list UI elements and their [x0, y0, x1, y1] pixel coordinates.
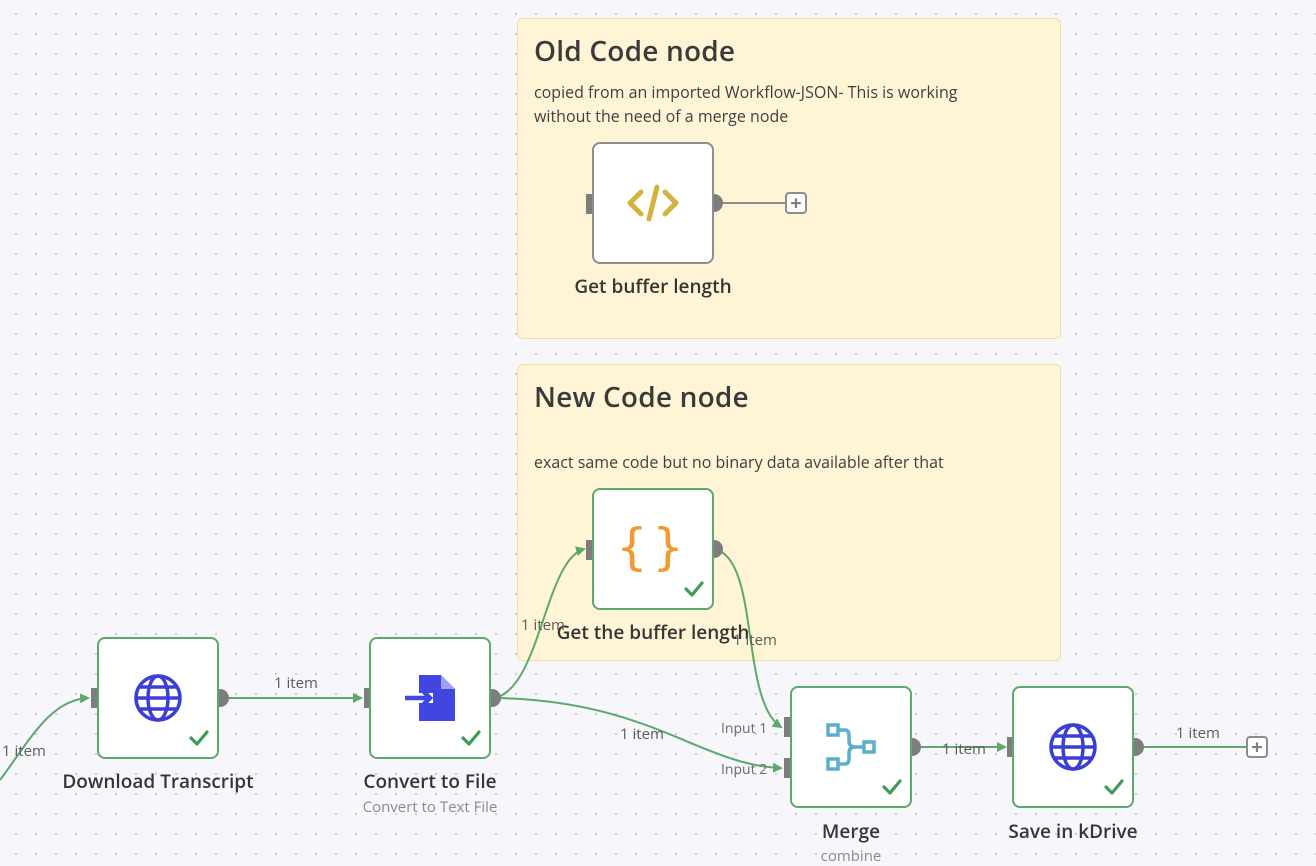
edge-item-count: 1 item — [2, 741, 46, 761]
node-convert-to-file[interactable] — [369, 637, 491, 759]
sticky-title: Old Code node — [534, 32, 736, 70]
input-handle-2[interactable] — [784, 758, 794, 778]
globe-icon — [1014, 688, 1132, 806]
input-handle[interactable] — [586, 540, 596, 560]
node-download-transcript[interactable] — [97, 637, 219, 759]
curly-braces-icon: {} — [616, 518, 690, 576]
edge-item-count: 1 item — [521, 615, 565, 635]
node-get-buffer-length[interactable] — [592, 142, 714, 264]
file-import-icon — [371, 639, 489, 757]
node-label: Get the buffer length — [556, 619, 750, 645]
node-save-in-kdrive[interactable] — [1012, 686, 1134, 808]
success-check-icon — [1104, 778, 1124, 800]
success-check-icon — [684, 580, 704, 602]
edge-item-count: 1 item — [620, 724, 664, 744]
node-get-the-buffer-length[interactable]: {} — [592, 488, 714, 610]
edge-item-count: 1 item — [274, 673, 318, 693]
node-label: Download Transcript — [62, 768, 254, 794]
code-brackets-icon — [594, 144, 712, 262]
node-label: Save in kDrive — [1008, 818, 1138, 844]
input-handle[interactable] — [586, 194, 596, 214]
merge-input-1-label: Input 1 — [721, 719, 768, 738]
input-handle-1[interactable] — [784, 717, 794, 737]
add-node-button[interactable]: + — [785, 192, 807, 214]
add-node-button[interactable]: + — [1246, 736, 1268, 758]
connection-code-merge[interactable] — [714, 548, 783, 729]
edge-item-count: 1 item — [1176, 723, 1220, 743]
sticky-title: New Code node — [534, 378, 749, 416]
connection-convert-merge[interactable] — [493, 697, 783, 773]
node-label: Get buffer length — [574, 273, 732, 299]
node-label: Convert to File — [363, 768, 497, 794]
globe-icon — [99, 639, 217, 757]
node-sublabel: combine — [820, 846, 882, 866]
sticky-text: exact same code but no binary data avail… — [534, 451, 944, 473]
connection-convert-code[interactable] — [493, 546, 586, 699]
success-check-icon — [461, 729, 481, 751]
merge-input-2-label: Input 2 — [721, 760, 768, 779]
merge-icon — [792, 688, 910, 806]
node-label: Merge — [821, 818, 881, 844]
edge-item-count: 1 item — [942, 739, 986, 759]
node-merge[interactable] — [790, 686, 912, 808]
success-check-icon — [882, 778, 902, 800]
input-handle[interactable] — [91, 688, 101, 708]
edge-item-count: 1 item — [733, 630, 777, 650]
success-check-icon — [189, 729, 209, 751]
connection-into-download[interactable] — [0, 693, 90, 781]
sticky-text: copied from an imported Workflow-JSON- T… — [534, 81, 958, 127]
node-sublabel: Convert to Text File — [362, 797, 498, 817]
